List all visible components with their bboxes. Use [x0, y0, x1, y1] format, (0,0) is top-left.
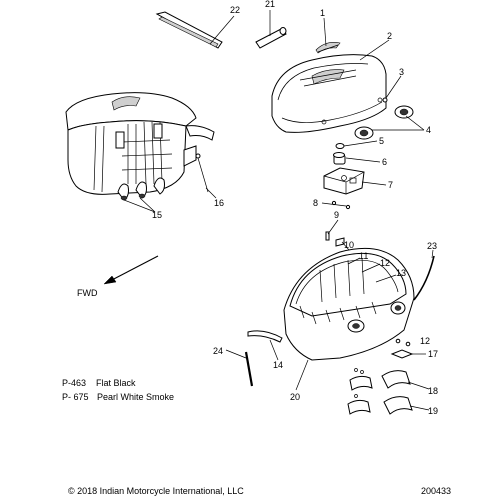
diagram-id: 200433: [421, 486, 451, 496]
part-6-lock-cylinder: [333, 152, 346, 165]
callout-18: 18: [428, 386, 438, 396]
part-20-saddlebag-body: [283, 247, 415, 361]
legend-name-1: Flat Black: [96, 378, 136, 388]
part-15-grommets: [117, 177, 165, 201]
callout-16: 16: [214, 198, 224, 208]
part-4-latch-right: [394, 105, 414, 119]
callout-21: 21: [265, 0, 275, 9]
part-19-bracket: [347, 394, 413, 415]
part-14-trim: [247, 330, 283, 343]
callout-9: 9: [334, 210, 339, 220]
callout-19: 19: [428, 406, 438, 416]
part-22-trim-strip: [155, 11, 223, 49]
part-3-screw: [382, 97, 388, 103]
part-23-edge-trim: [413, 255, 435, 301]
callout-2: 2: [387, 31, 392, 41]
part-9-pin: [325, 231, 330, 241]
callout-7: 7: [388, 180, 393, 190]
part-16-strap: [195, 153, 209, 193]
copyright-text: © 2018 Indian Motorcycle International, …: [68, 486, 244, 496]
part-17-nut-plate: [390, 349, 414, 359]
callout-8: 8: [313, 198, 318, 208]
callout-23: 23: [427, 241, 437, 251]
part-5-nut: [335, 143, 345, 149]
callout-10: 10: [344, 240, 354, 250]
callout-11: 11: [359, 251, 368, 261]
fwd-label: FWD: [77, 288, 98, 298]
callout-5: 5: [379, 136, 384, 146]
part-24-trim: [244, 351, 254, 387]
callout-3: 3: [399, 67, 404, 77]
callout-17: 17: [428, 349, 438, 359]
callout-24: 24: [213, 346, 223, 356]
paint-legend: P-463 Flat Black P- 675 Pearl White Smok…: [62, 378, 174, 402]
callout-6: 6: [382, 157, 387, 167]
part-2-saddlebag-lid: [271, 54, 387, 133]
part-1-emblem: [315, 42, 341, 54]
part-8-screws: [331, 200, 351, 210]
legend-name-2: Pearl White Smoke: [97, 392, 174, 402]
part-4-latch-left: [354, 126, 374, 140]
callout-22: 22: [230, 5, 240, 15]
callout-numbers: 22 21 1 2 3 4 5 6 7 8 9 10 11 12 13 23 1…: [152, 0, 438, 416]
part-18-bracket: [349, 368, 411, 391]
leader-lines: [123, 10, 434, 411]
callout-4: 4: [426, 125, 431, 135]
left-saddlebag-assembly: [65, 92, 215, 201]
callout-12: 12: [380, 258, 390, 268]
callout-1: 1: [320, 8, 325, 18]
part-7-latch-mechanism: [323, 167, 365, 195]
callout-12-lower: 12: [420, 336, 430, 346]
callout-20: 20: [290, 392, 300, 402]
callout-14: 14: [273, 360, 283, 370]
callout-13: 13: [396, 268, 406, 278]
part-21-seal-tube: [255, 27, 287, 49]
part-12-screws-lower: [395, 338, 411, 347]
callout-15: 15: [152, 210, 162, 220]
legend-code-2: P- 675: [62, 392, 89, 402]
part-10-clip: [335, 237, 345, 247]
fwd-arrow: [103, 255, 159, 285]
legend-code-1: P-463: [62, 378, 86, 388]
